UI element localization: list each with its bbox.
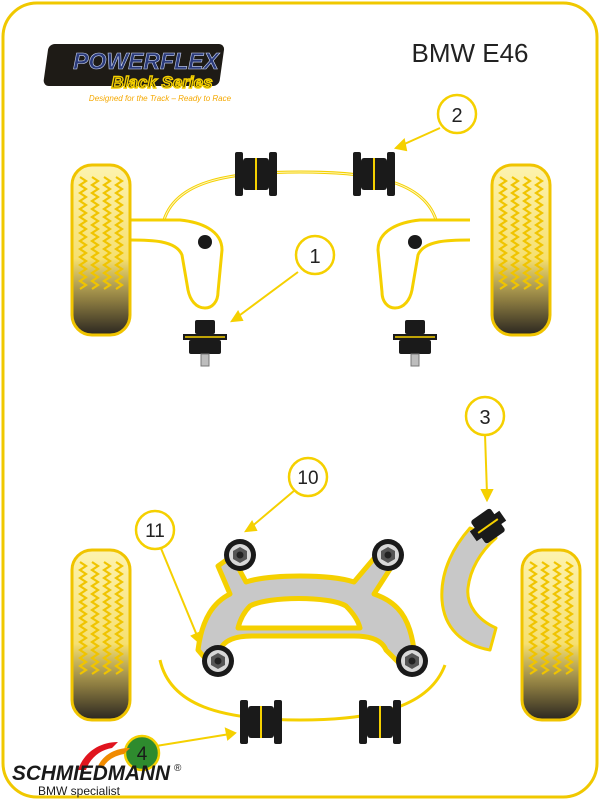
callout-3: 3 [464, 395, 506, 437]
front-arb-bush-left [234, 151, 278, 197]
svg-text:10: 10 [297, 468, 318, 489]
front-axle [72, 151, 550, 367]
callout-10: 10 [287, 456, 329, 498]
rear-right-tyre [522, 550, 580, 720]
svg-text:2: 2 [451, 105, 462, 127]
front-left-ball-joint [198, 235, 212, 249]
subframe-mount-front-left [224, 539, 256, 571]
schmiedmann-registered: ® [174, 763, 182, 774]
schmiedmann-name: SCHMIEDMANN [12, 762, 171, 785]
powerflex-logo: POWERFLEX Black Series Designed for the … [43, 44, 232, 103]
schmiedmann-swoosh-icon [78, 742, 118, 770]
logo-series-text: Black Series [111, 73, 212, 92]
model-title: BMW E46 [411, 38, 528, 68]
front-right-ball-joint [408, 235, 422, 249]
subframe-mount-front-right [372, 539, 404, 571]
subframe-mount-rear-right [396, 645, 428, 677]
callout-11: 11 [134, 509, 176, 551]
rear-axle [72, 508, 580, 745]
schmiedmann-subtitle: BMW specialist [38, 784, 121, 798]
callout-arrows [155, 127, 494, 747]
front-arb-bush-right [352, 151, 396, 197]
front-right-tyre [492, 165, 550, 335]
front-right-control-arm [376, 218, 471, 310]
svg-text:11: 11 [145, 521, 165, 542]
rear-left-tyre [72, 550, 130, 720]
svg-text:4: 4 [137, 744, 148, 765]
svg-text:1: 1 [309, 246, 320, 268]
front-left-tyre [72, 165, 130, 335]
rear-arb-bush-right [358, 699, 402, 745]
callout-2: 2 [436, 93, 478, 135]
callout-1: 1 [294, 234, 336, 276]
schmiedmann-logo: SCHMIEDMANN ® BMW specialist [12, 742, 182, 798]
subframe-mount-rear-left [202, 645, 234, 677]
trailing-arm-bush [469, 508, 507, 544]
logo-brand-text: POWERFLEX [73, 48, 220, 74]
rear-anti-roll-bar [158, 659, 447, 722]
logo-tagline: Designed for the Track – Ready to Race [89, 94, 232, 103]
svg-text:3: 3 [479, 407, 490, 429]
rear-trailing-arm [440, 526, 498, 652]
rear-arb-bush-left [239, 699, 283, 745]
